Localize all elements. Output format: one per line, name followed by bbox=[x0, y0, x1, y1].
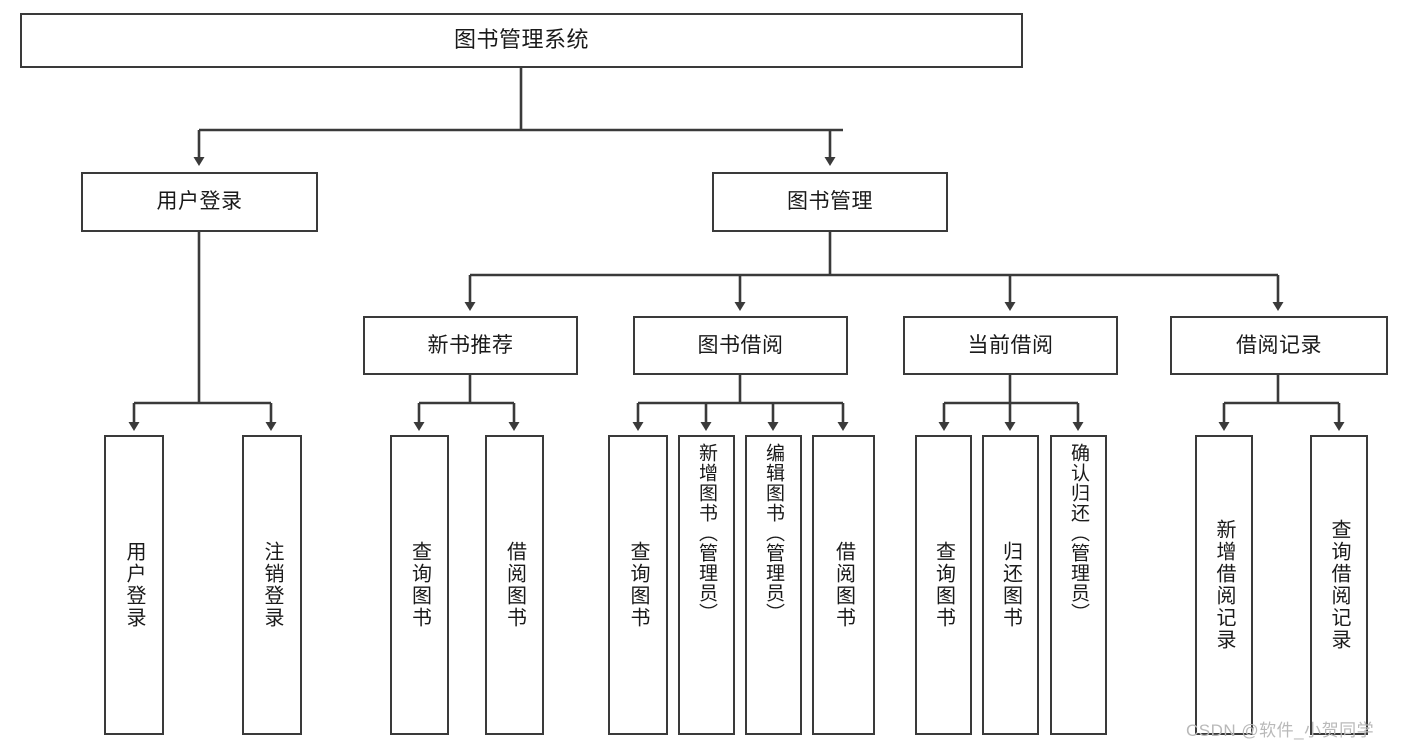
leaf-confirm-return-admin[interactable]: 确认归还（管理员） bbox=[1050, 435, 1107, 735]
leaf-borrow-book-recommend[interactable]: 借阅图书 bbox=[485, 435, 544, 735]
leaf-user-login[interactable]: 用户登录 bbox=[104, 435, 164, 735]
node-label: 借阅图书 bbox=[503, 541, 526, 629]
leaf-query-book-recommend[interactable]: 查询图书 bbox=[390, 435, 449, 735]
node-book-management[interactable]: 图书管理 bbox=[712, 172, 948, 232]
node-label: 查询图书 bbox=[408, 541, 431, 629]
leaf-add-borrow-record[interactable]: 新增借阅记录 bbox=[1195, 435, 1253, 735]
node-label: 查询图书 bbox=[932, 541, 955, 629]
node-label: 用户登录 bbox=[156, 190, 243, 214]
node-label: 用户登录 bbox=[123, 541, 145, 629]
node-label: 注销登录 bbox=[261, 541, 283, 629]
node-root-book-management-system[interactable]: 图书管理系统 bbox=[20, 13, 1023, 68]
csdn-watermark: CSDN @软件_小贺同学 bbox=[1186, 721, 1375, 740]
node-label: 查询图书 bbox=[627, 541, 649, 629]
node-label: 图书借阅 bbox=[697, 333, 784, 357]
node-current-borrow[interactable]: 当前借阅 bbox=[903, 316, 1118, 375]
leaf-edit-book-admin[interactable]: 编辑图书（管理员） bbox=[745, 435, 802, 735]
node-user-login[interactable]: 用户登录 bbox=[81, 172, 318, 232]
node-label: 编辑图书（管理员） bbox=[763, 443, 784, 623]
node-book-borrow[interactable]: 图书借阅 bbox=[633, 316, 848, 375]
node-label: 新增借阅记录 bbox=[1213, 519, 1235, 651]
node-label: 当前借阅 bbox=[967, 333, 1054, 357]
node-label: 借阅图书 bbox=[832, 541, 855, 629]
leaf-query-book-current[interactable]: 查询图书 bbox=[915, 435, 972, 735]
node-label: 图书管理 bbox=[787, 190, 873, 214]
node-label: 查询借阅记录 bbox=[1328, 519, 1350, 651]
leaf-query-borrow-record[interactable]: 查询借阅记录 bbox=[1310, 435, 1368, 735]
node-label: 新书推荐 bbox=[427, 333, 514, 357]
node-label: 图书管理系统 bbox=[453, 27, 589, 53]
leaf-logout[interactable]: 注销登录 bbox=[242, 435, 302, 735]
leaf-borrow-book[interactable]: 借阅图书 bbox=[812, 435, 875, 735]
leaf-return-book[interactable]: 归还图书 bbox=[982, 435, 1039, 735]
node-label: 确认归还（管理员） bbox=[1068, 443, 1089, 623]
node-label: 归还图书 bbox=[999, 541, 1022, 629]
node-borrow-record[interactable]: 借阅记录 bbox=[1170, 316, 1388, 375]
leaf-query-book-borrow[interactable]: 查询图书 bbox=[608, 435, 668, 735]
node-label: 新增图书（管理员） bbox=[696, 443, 717, 623]
leaf-add-book-admin[interactable]: 新增图书（管理员） bbox=[678, 435, 735, 735]
node-new-book-recommend[interactable]: 新书推荐 bbox=[363, 316, 578, 375]
node-label: 借阅记录 bbox=[1236, 333, 1322, 357]
